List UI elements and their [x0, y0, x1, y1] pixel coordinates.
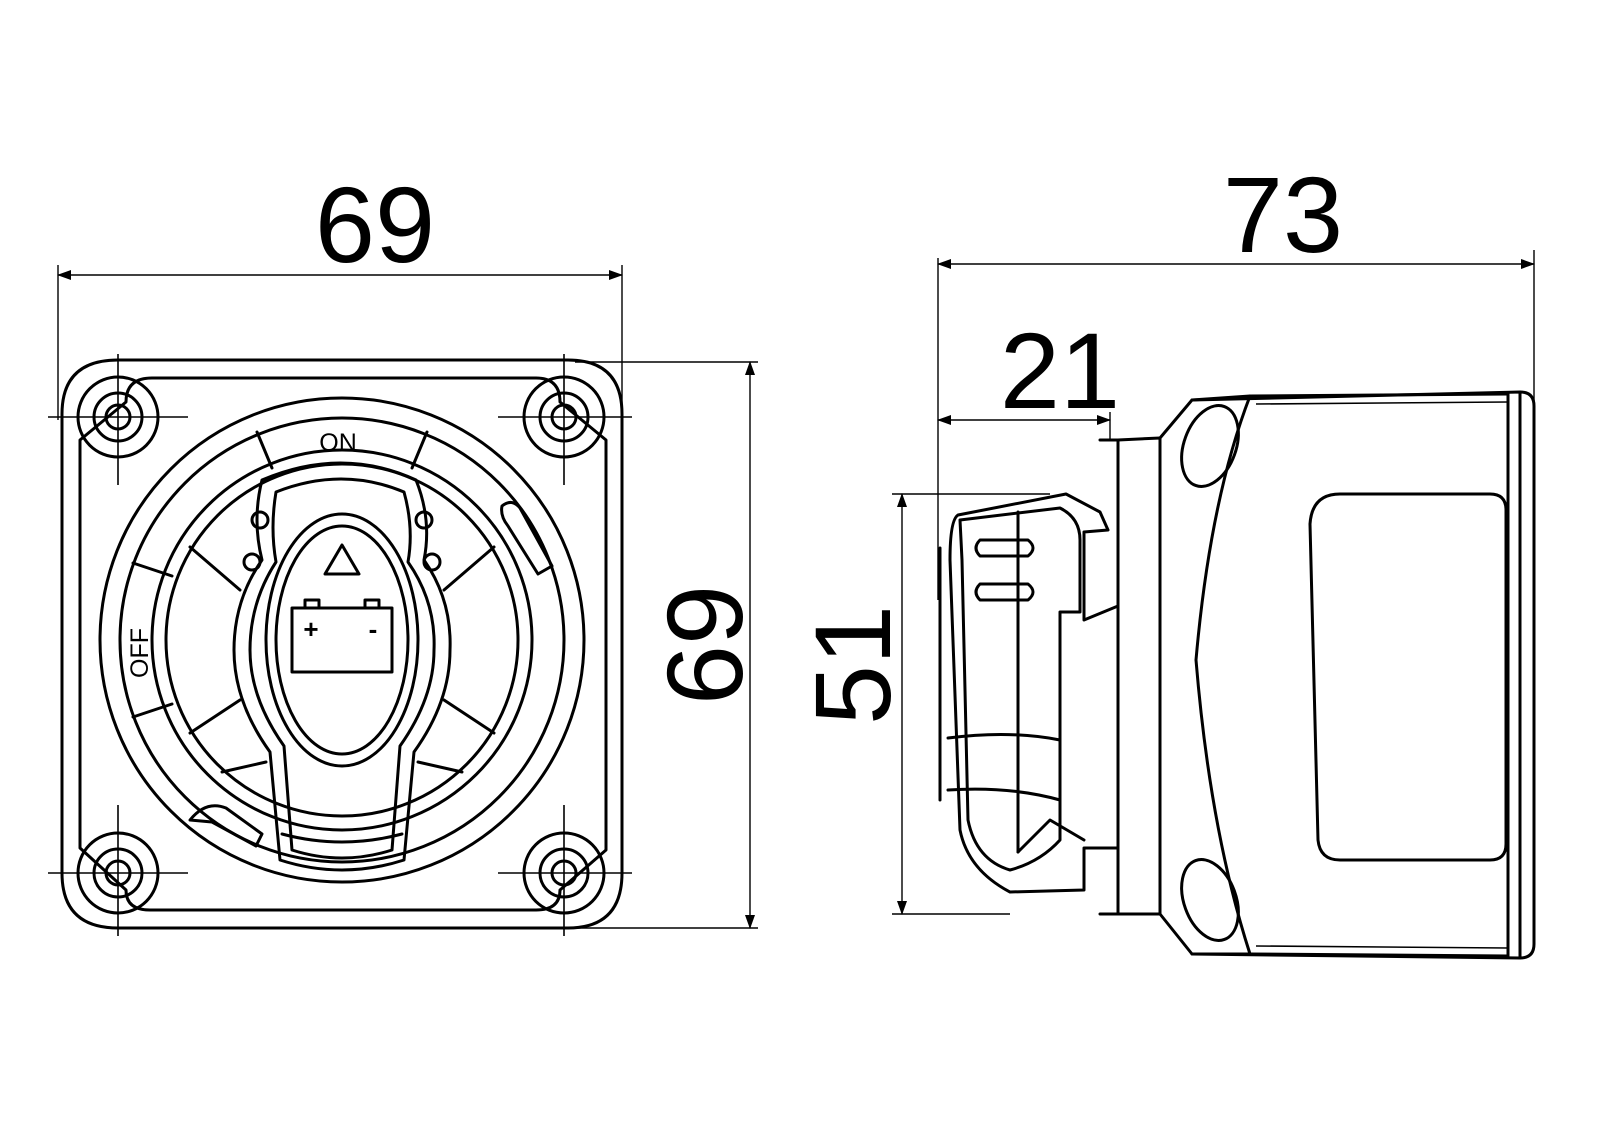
main-housing: [1158, 390, 1536, 960]
mounting-plate-inner: [78, 376, 608, 912]
front-height-label: 69: [644, 585, 765, 705]
screw-hole-bottom-left: [48, 805, 188, 936]
screw-hole-top-left: [48, 354, 188, 485]
front-width-label: 69: [315, 164, 435, 285]
battery-icon: + -: [290, 598, 394, 674]
front-view: 69 69: [48, 164, 765, 936]
side-height-dimension: 51: [792, 493, 1050, 915]
side-depth-dimension: 73: [937, 154, 1535, 600]
side-view: 73 21 51: [792, 154, 1536, 960]
flange-plate: [1098, 436, 1162, 916]
rotary-knob-lever: [232, 461, 452, 872]
front-width-dimension: 69: [57, 164, 623, 420]
knob-side-profile: [938, 492, 1120, 894]
front-height-dimension: 69: [575, 361, 765, 929]
rotary-dial: ON OFF: [98, 396, 586, 884]
mounting-plate: [60, 358, 624, 930]
side-height-label: 51: [792, 605, 913, 725]
warning-triangle-icon: [323, 543, 361, 576]
dial-label-off: OFF: [126, 628, 154, 678]
screw-hole-bottom-right: [498, 805, 632, 936]
battery-plus-label: +: [303, 614, 318, 644]
side-flange-dimension: 21: [937, 310, 1120, 440]
dial-label-on: ON: [319, 429, 357, 457]
side-depth-label: 73: [1223, 154, 1343, 275]
side-flange-label: 21: [1000, 310, 1120, 431]
battery-minus-label: -: [369, 614, 378, 644]
screw-hole-top-right: [498, 354, 632, 485]
